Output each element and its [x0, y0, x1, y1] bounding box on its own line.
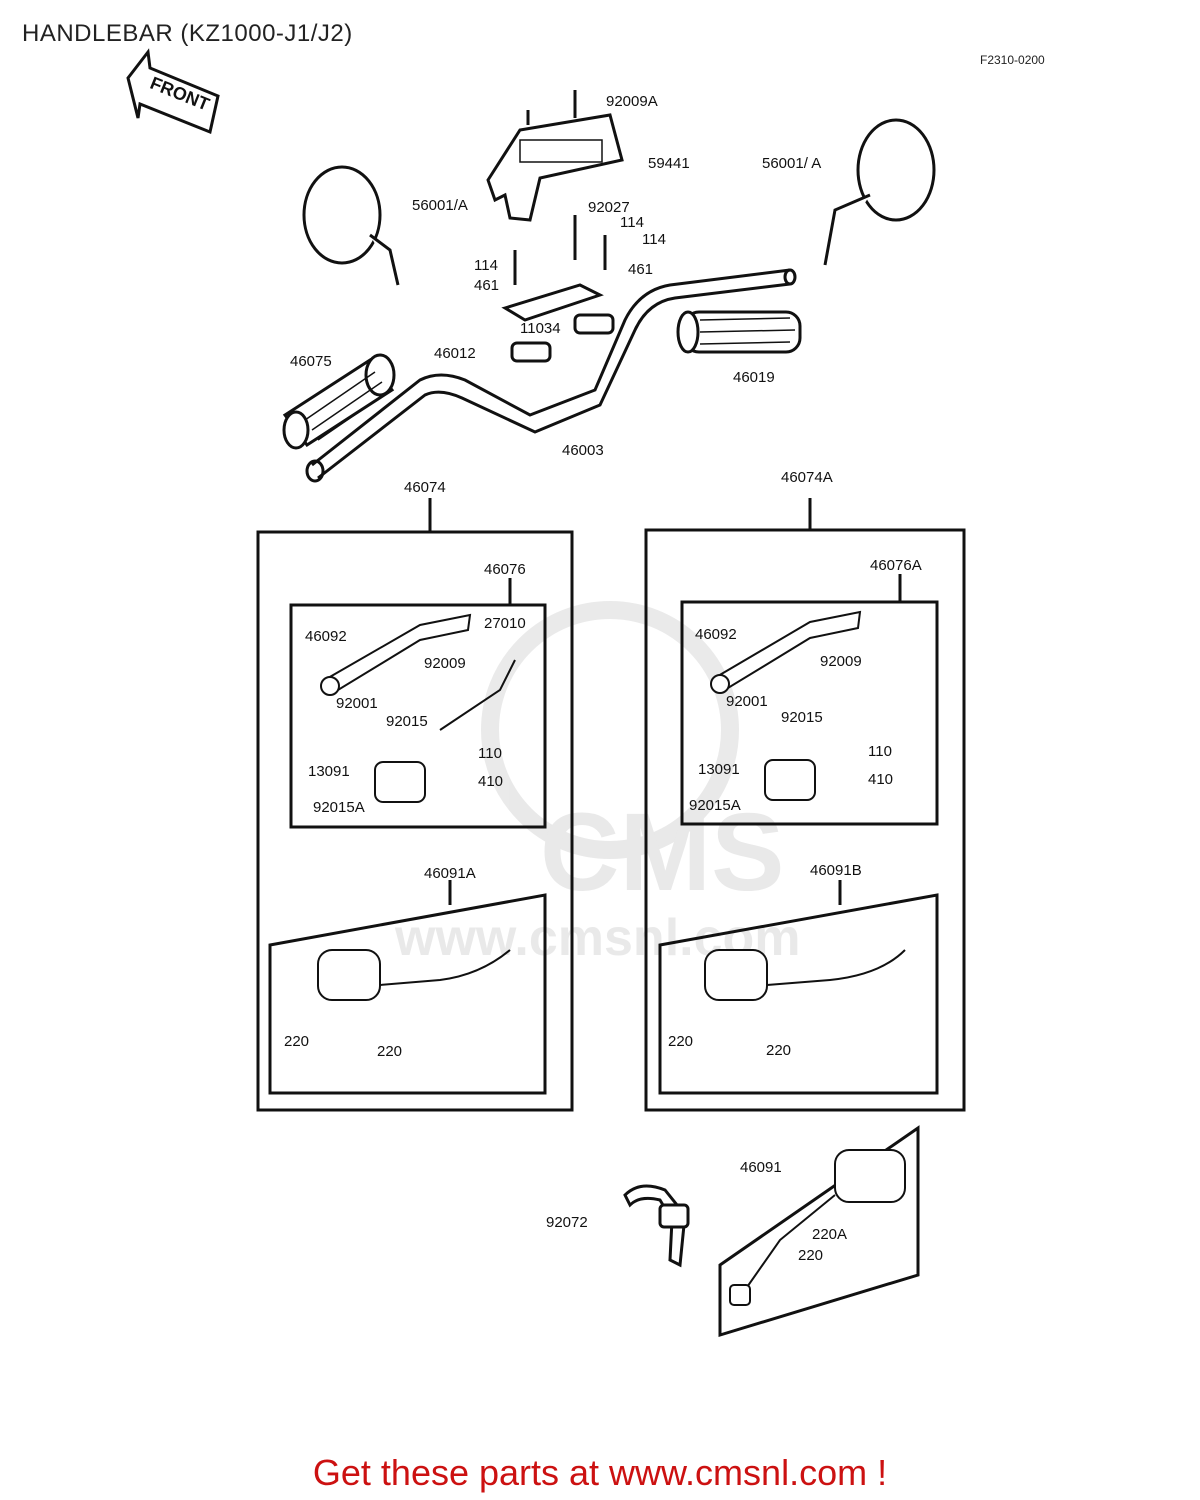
holder-11034: [501, 215, 615, 363]
right-grip-46019: [676, 310, 802, 354]
label-114b: 114: [642, 231, 666, 248]
label-410-left: 410: [478, 773, 503, 790]
label-46076: 46076: [484, 561, 526, 578]
lever-right: [710, 610, 862, 801]
label-220-right-2: 220: [766, 1042, 791, 1059]
left-mirror-56001: [302, 165, 400, 286]
label-11034: 11034: [520, 320, 561, 337]
switch-46091A: [317, 949, 511, 1001]
promo-banner[interactable]: Get these parts at www.cmsnl.com !: [312, 1452, 888, 1493]
label-92009-left: 92009: [424, 655, 466, 672]
label-92027: 92027: [588, 199, 630, 216]
label-92015A-right: 92015A: [689, 797, 741, 814]
label-92009-right: 92009: [820, 653, 862, 670]
strap-92072: [623, 1184, 690, 1268]
label-220-right-1: 220: [668, 1033, 693, 1050]
handlebar-tube-46003: [305, 268, 797, 483]
label-46074A: 46074A: [781, 469, 833, 486]
watermark-brand: CMS: [540, 791, 784, 914]
label-46003: 46003: [562, 442, 604, 459]
cover-59441: [486, 90, 624, 222]
right-mirror-56001: [823, 118, 936, 266]
label-46012: 46012: [434, 345, 476, 362]
label-46092-left: 46092: [305, 628, 347, 645]
page-title: HANDLEBAR (KZ1000-J1/J2): [22, 20, 353, 47]
label-220-left-1: 220: [284, 1033, 309, 1050]
assembly-46074-frame: [256, 498, 574, 1112]
label-220-left-2: 220: [377, 1043, 402, 1060]
label-92015-right: 92015: [781, 709, 823, 726]
label-13091-left: 13091: [308, 763, 350, 780]
label-461a: 461: [628, 261, 653, 278]
label-46092-right: 46092: [695, 626, 737, 643]
lever-left: [320, 613, 516, 803]
label-46019: 46019: [733, 369, 775, 386]
watermark: CMS www.cmsnl.com: [394, 601, 801, 967]
label-92072: 92072: [546, 1214, 588, 1231]
label-56001A-right: 56001/ A: [762, 155, 821, 172]
label-92015-left: 92015: [386, 713, 428, 730]
label-114a: 114: [620, 214, 644, 231]
label-59441: 59441: [648, 155, 690, 172]
label-56001A-left: 56001/A: [412, 197, 468, 214]
switch-46091B: [704, 949, 906, 1001]
label-46074: 46074: [404, 479, 446, 496]
label-114c: 114: [474, 257, 498, 274]
label-92009A: 92009A: [606, 93, 658, 110]
label-46091B: 46091B: [810, 862, 862, 879]
label-46075: 46075: [290, 353, 332, 370]
label-92001-left: 92001: [336, 695, 378, 712]
label-220A: 220A: [812, 1226, 847, 1243]
label-46091: 46091: [740, 1159, 782, 1176]
left-grip-46075: [282, 353, 396, 450]
label-46091A: 46091A: [424, 865, 476, 882]
label-92015A-left: 92015A: [313, 799, 365, 816]
label-110-right: 110: [868, 743, 892, 760]
label-461b: 461: [474, 277, 499, 294]
assembly-46074A-frame: [644, 498, 966, 1112]
label-410-right: 410: [868, 771, 893, 788]
label-220-bottom: 220: [798, 1247, 823, 1264]
label-92001-right: 92001: [726, 693, 768, 710]
part-labels: 92009A 59441 56001/A 56001/ A 92027 114 …: [284, 93, 922, 1264]
label-27010: 27010: [484, 615, 526, 632]
label-13091-right: 13091: [698, 761, 740, 778]
switch-46091: [729, 1149, 906, 1306]
figure-code: F2310-0200: [980, 53, 1045, 67]
front-arrow-icon: FRONT: [126, 48, 220, 135]
label-46076A: 46076A: [870, 557, 922, 574]
label-110-left: 110: [478, 745, 502, 762]
